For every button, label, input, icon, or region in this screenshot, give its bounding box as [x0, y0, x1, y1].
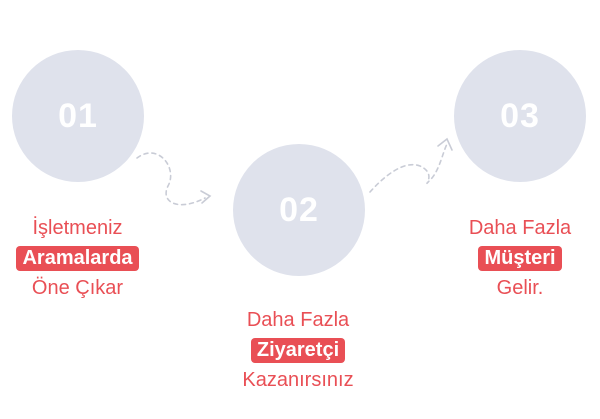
connector-2-to-3 [369, 137, 453, 193]
step-3-circle: 03 [454, 50, 586, 182]
step-3-text: Daha Fazla Müşteri Gelir. [440, 213, 600, 303]
step-1-number: 01 [58, 96, 98, 135]
step-1-text: İşletmeniz Aramalarda Öne Çıkar [0, 213, 155, 303]
step-3-number: 03 [500, 96, 540, 135]
step-2-text: Daha Fazla Ziyaretçi Kazanırsınız [218, 305, 378, 395]
step-2-circle: 02 [233, 144, 365, 276]
step-3-text-before: Daha Fazla [468, 217, 572, 239]
step-1-text-before: İşletmeniz [32, 217, 123, 239]
connector-1-to-2 [136, 152, 212, 206]
step-2-text-before: Daha Fazla [246, 309, 350, 331]
step-1-circle: 01 [12, 50, 144, 182]
step-3-text-after: Gelir. [496, 277, 544, 299]
step-1-text-after: Öne Çıkar [31, 277, 124, 299]
step-3-highlight: Müşteri [478, 246, 562, 271]
step-1-highlight: Aramalarda [16, 246, 139, 271]
step-2-text-after: Kazanırsınız [242, 369, 354, 391]
step-2-number: 02 [279, 190, 319, 229]
step-2-highlight: Ziyaretçi [250, 338, 346, 363]
